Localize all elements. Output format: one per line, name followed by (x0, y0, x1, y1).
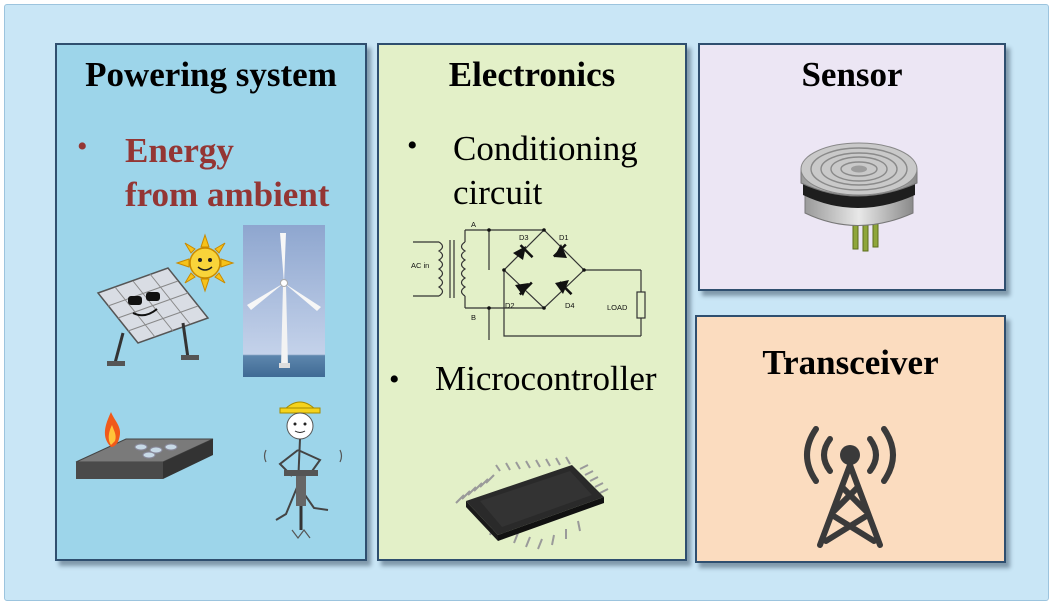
circuit-ac-label: AC in (411, 261, 429, 270)
radio-tower-icon (804, 426, 896, 548)
transceiver-title: Transceiver (762, 343, 939, 382)
circuit-d1: D1 (559, 233, 569, 242)
sun-icon (175, 233, 235, 293)
bullet-dot: • (77, 130, 88, 163)
powering-system-title: Powering system (85, 55, 337, 94)
powering-system-panel: Powering system • Energy from ambient (55, 43, 367, 561)
solar-panel-icon (96, 267, 210, 366)
wind-turbine-icon (243, 225, 325, 377)
energy-bullet-line1: Energy (125, 131, 234, 170)
heat-source-icon (75, 412, 214, 479)
microcontroller-chip-icon (455, 456, 609, 550)
conditioning-bullet: Conditioning circuit (453, 127, 638, 215)
diagram-frame: Powering system • Energy from ambient (4, 4, 1049, 601)
conditioning-bullet-line1: Conditioning (453, 129, 638, 168)
vibration-worker-icon (263, 401, 343, 539)
electronics-title: Electronics (448, 55, 616, 94)
circuit-node-b: B (471, 313, 476, 322)
bullet-dot: • (389, 363, 400, 396)
bullet-dot: • (407, 129, 418, 162)
energy-bullet-line2: from ambient (125, 175, 330, 214)
pressure-sensor-icon (800, 142, 918, 252)
conditioning-bullet-line2: circuit (453, 173, 543, 212)
circuit-load: LOAD (607, 303, 628, 312)
energy-bullet: Energy from ambient (125, 129, 329, 217)
circuit-d4: D4 (565, 301, 575, 310)
circuit-d3: D3 (519, 233, 529, 242)
bridge-rectifier-icon: AC in A B D3 D1 D2 D4 LOAD (411, 220, 646, 340)
electronics-panel: Electronics • Conditioning circuit (377, 43, 687, 561)
microcontroller-bullet: Microcontroller (435, 359, 657, 398)
sensor-panel: Sensor (698, 43, 1006, 291)
sensor-title: Sensor (801, 55, 903, 94)
circuit-d2: D2 (505, 301, 515, 310)
transceiver-panel: Transceiver (695, 315, 1006, 563)
circuit-node-a: A (471, 220, 476, 229)
